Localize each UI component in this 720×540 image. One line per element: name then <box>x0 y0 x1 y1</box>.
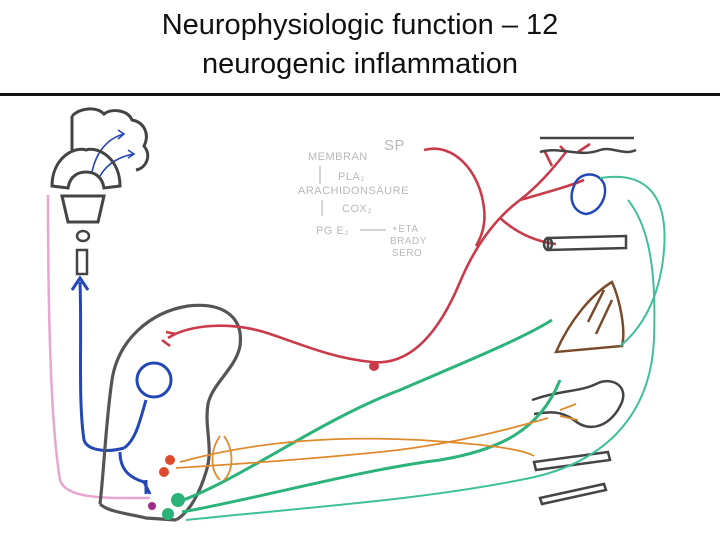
ascending-pathway <box>70 275 173 495</box>
sensory-afferent-fiber <box>161 142 591 364</box>
skin-surface <box>539 136 637 155</box>
thalamus <box>50 147 122 190</box>
motor-neuron-body <box>171 493 185 507</box>
dorsal-root-ganglion <box>369 361 379 371</box>
cascade-step-cox2: COX₂ <box>342 203 372 215</box>
substance-p-label: SP <box>384 137 405 154</box>
cascade-step-pla2: PLA₂ <box>338 171 365 183</box>
blood-vessel-skin <box>542 234 628 252</box>
brain-projection-arrows <box>91 129 136 177</box>
inflammation-cascade-note: MEMBRAN PLA₂ ARACHIDONSÄURE COX₂ PG E₂ +… <box>298 151 427 259</box>
hair-follicle <box>570 173 607 216</box>
motor-neuron-body-2 <box>162 508 174 520</box>
slide-title: Neurophysiologic function – 12 neurogeni… <box>0 6 720 84</box>
descending-tract <box>46 194 151 500</box>
title-underline <box>0 93 720 96</box>
title-line-1: Neurophysiologic function – 12 <box>161 9 559 41</box>
brain-cortex <box>70 107 150 172</box>
muscle-spindle <box>554 280 625 354</box>
sympathetic-nucleus <box>165 455 175 465</box>
cascade-effect-2: BRADY <box>390 236 427 247</box>
sympathetic-fibers <box>175 403 579 481</box>
motor-efferent-fibers-light <box>185 175 666 521</box>
cascade-effect-1: +ETA <box>392 224 419 235</box>
sympathetic-nucleus-2 <box>159 467 169 477</box>
cascade-step-membran: MEMBRAN <box>308 151 368 163</box>
upper-spinal-segment <box>75 248 89 276</box>
vessel-lower <box>532 450 612 506</box>
interneuron <box>148 502 156 510</box>
spinal-cord-outline <box>98 303 243 522</box>
cascade-effect-3: SERO <box>392 248 422 259</box>
cascade-step-pge2: PG E₂ <box>316 225 349 237</box>
cascade-step-arachidonsaeure: ARACHIDONSÄURE <box>298 185 409 197</box>
medulla <box>75 229 91 243</box>
intestine <box>531 379 625 429</box>
midbrain <box>60 194 106 224</box>
title-line-2: neurogenic inflammation <box>202 48 518 80</box>
